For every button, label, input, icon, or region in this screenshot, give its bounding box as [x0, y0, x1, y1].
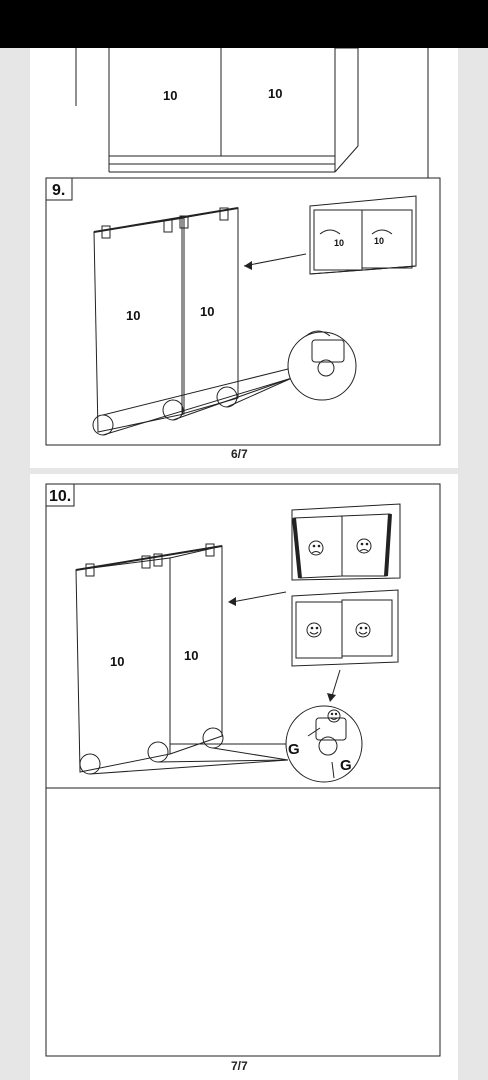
smile-face-icon [306, 622, 322, 638]
aligned-cabinet [291, 589, 399, 667]
door-label: 10 [163, 88, 177, 103]
door-assembly [92, 207, 293, 436]
step-number: 10. [49, 488, 71, 505]
door-label: 10 [110, 654, 124, 669]
roller-detail-circle [287, 331, 357, 401]
arrow-icon [331, 669, 341, 697]
door-assembly [75, 543, 289, 775]
manual-page-7: 10. 10 10 [30, 474, 458, 1080]
sad-face-icon [356, 538, 372, 554]
page-6-drawing: 10 10 9. 10 10 [45, 48, 441, 461]
rotate-arrow-icon [371, 229, 393, 235]
sad-face-icon [308, 540, 324, 556]
misaligned-cabinet [291, 503, 401, 581]
top-black-bar [0, 0, 488, 48]
manual-page-6: 10 10 9. 10 10 [30, 48, 458, 468]
smile-face-icon [355, 622, 371, 638]
smile-face-icon [327, 709, 341, 723]
rotate-arrow-icon [319, 229, 341, 235]
arrow-head [244, 261, 252, 270]
arrow-head [327, 693, 336, 702]
roller-detail-circle [285, 705, 363, 783]
door-label: 10 [334, 238, 344, 248]
door-label: 10 [268, 86, 282, 101]
roller-wheel-icon [305, 330, 345, 377]
door-label: 10 [374, 236, 384, 246]
arrow-icon [231, 591, 287, 603]
door-label: 10 [126, 308, 140, 323]
page-7-drawing: 10. 10 10 [45, 483, 441, 1073]
screw-label: G [340, 757, 352, 774]
arrow-icon [243, 253, 307, 267]
door-label: 10 [184, 648, 198, 663]
cabinet-illustration [309, 195, 417, 275]
screw-label: G [288, 741, 300, 758]
page-number: 7/7 [231, 1059, 248, 1073]
arrow-head [228, 597, 236, 606]
door-label: 10 [200, 304, 214, 319]
page-number: 6/7 [231, 447, 248, 461]
step-number: 9. [52, 182, 65, 199]
